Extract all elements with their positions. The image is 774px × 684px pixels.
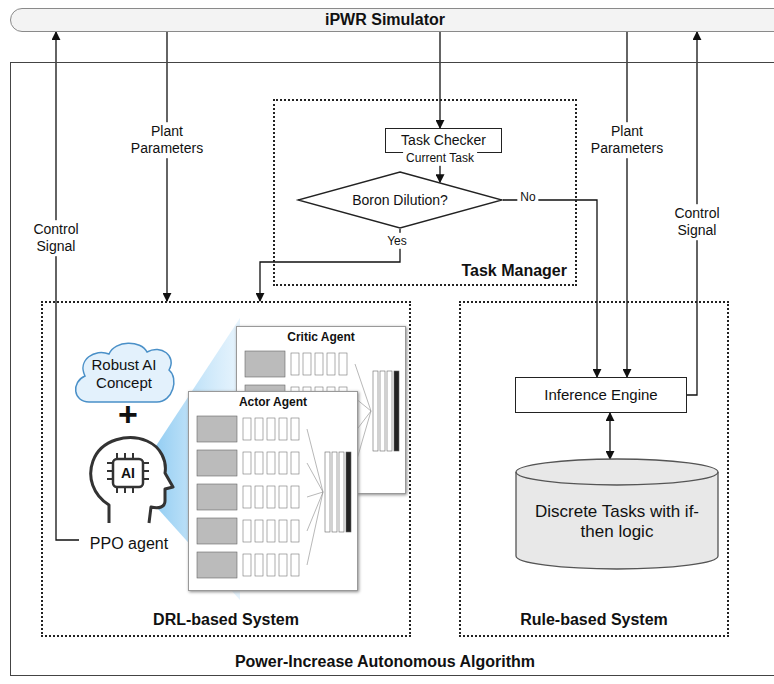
decision-diamond: Boron Dilution? bbox=[297, 171, 503, 229]
node-text: Task Checker bbox=[401, 132, 486, 149]
edge-label: No bbox=[517, 189, 538, 205]
connector-arrow bbox=[166, 32, 167, 301]
cylinder-rim bbox=[516, 472, 718, 485]
chip-text: AI bbox=[121, 466, 135, 480]
node-text: Task Manager bbox=[461, 261, 567, 280]
node-text: DRL-based System bbox=[153, 610, 299, 629]
node-text: Actor Agent bbox=[239, 395, 307, 409]
connector-arrow bbox=[609, 413, 610, 459]
node-text: Critic Agent bbox=[287, 330, 355, 344]
agent-icon: PPO agent AI bbox=[79, 431, 179, 553]
concept-cloud: Robust AI Concept bbox=[71, 338, 177, 406]
cylinder-body bbox=[516, 459, 718, 569]
cloud-outline bbox=[76, 343, 174, 402]
database-cylinder: Discrete Tasks with if-then logic bbox=[515, 458, 719, 570]
connector-arrow bbox=[503, 200, 597, 377]
network-card: Actor Agent bbox=[188, 391, 358, 591]
edge-label: Plant Parameters bbox=[125, 122, 209, 158]
rule-system-group: Rule-based System Inference EngineDiscret… bbox=[459, 301, 729, 637]
connector-arrow bbox=[260, 229, 400, 301]
drl-system-group: DRL-based System Robust AI ConceptPPO age… bbox=[41, 301, 411, 637]
head-outline bbox=[91, 438, 173, 523]
edge-label: Control Signal bbox=[14, 220, 98, 256]
node-text: Rule-based System bbox=[520, 610, 668, 629]
network-sketch bbox=[189, 392, 359, 592]
diamond-outline bbox=[298, 172, 502, 228]
connector-arrow bbox=[439, 32, 440, 128]
edge-label: Current Task bbox=[403, 150, 477, 166]
node-text: Inference Engine bbox=[544, 386, 657, 404]
connector-arrow bbox=[56, 32, 79, 540]
edge-label: Control Signal bbox=[655, 204, 739, 240]
node-text: Power-Increase Autonomous Algorithm bbox=[235, 652, 535, 671]
edge-label: Yes bbox=[384, 233, 410, 249]
node-text: Boron Dilution? bbox=[352, 192, 448, 209]
connector-arrow bbox=[626, 32, 627, 377]
chip bbox=[113, 459, 143, 487]
plus-sign: + bbox=[118, 397, 138, 431]
process-box: Inference Engine bbox=[515, 377, 687, 413]
node-text: PPO agent bbox=[90, 534, 168, 553]
node-text: iPWR Simulator bbox=[325, 10, 445, 29]
simulator-band: iPWR Simulator bbox=[10, 8, 774, 32]
node-text: Discrete Tasks with if-then logic bbox=[529, 502, 705, 543]
node-text: Robust AI Concept bbox=[83, 356, 165, 392]
edge-label: Plant Parameters bbox=[585, 122, 669, 158]
